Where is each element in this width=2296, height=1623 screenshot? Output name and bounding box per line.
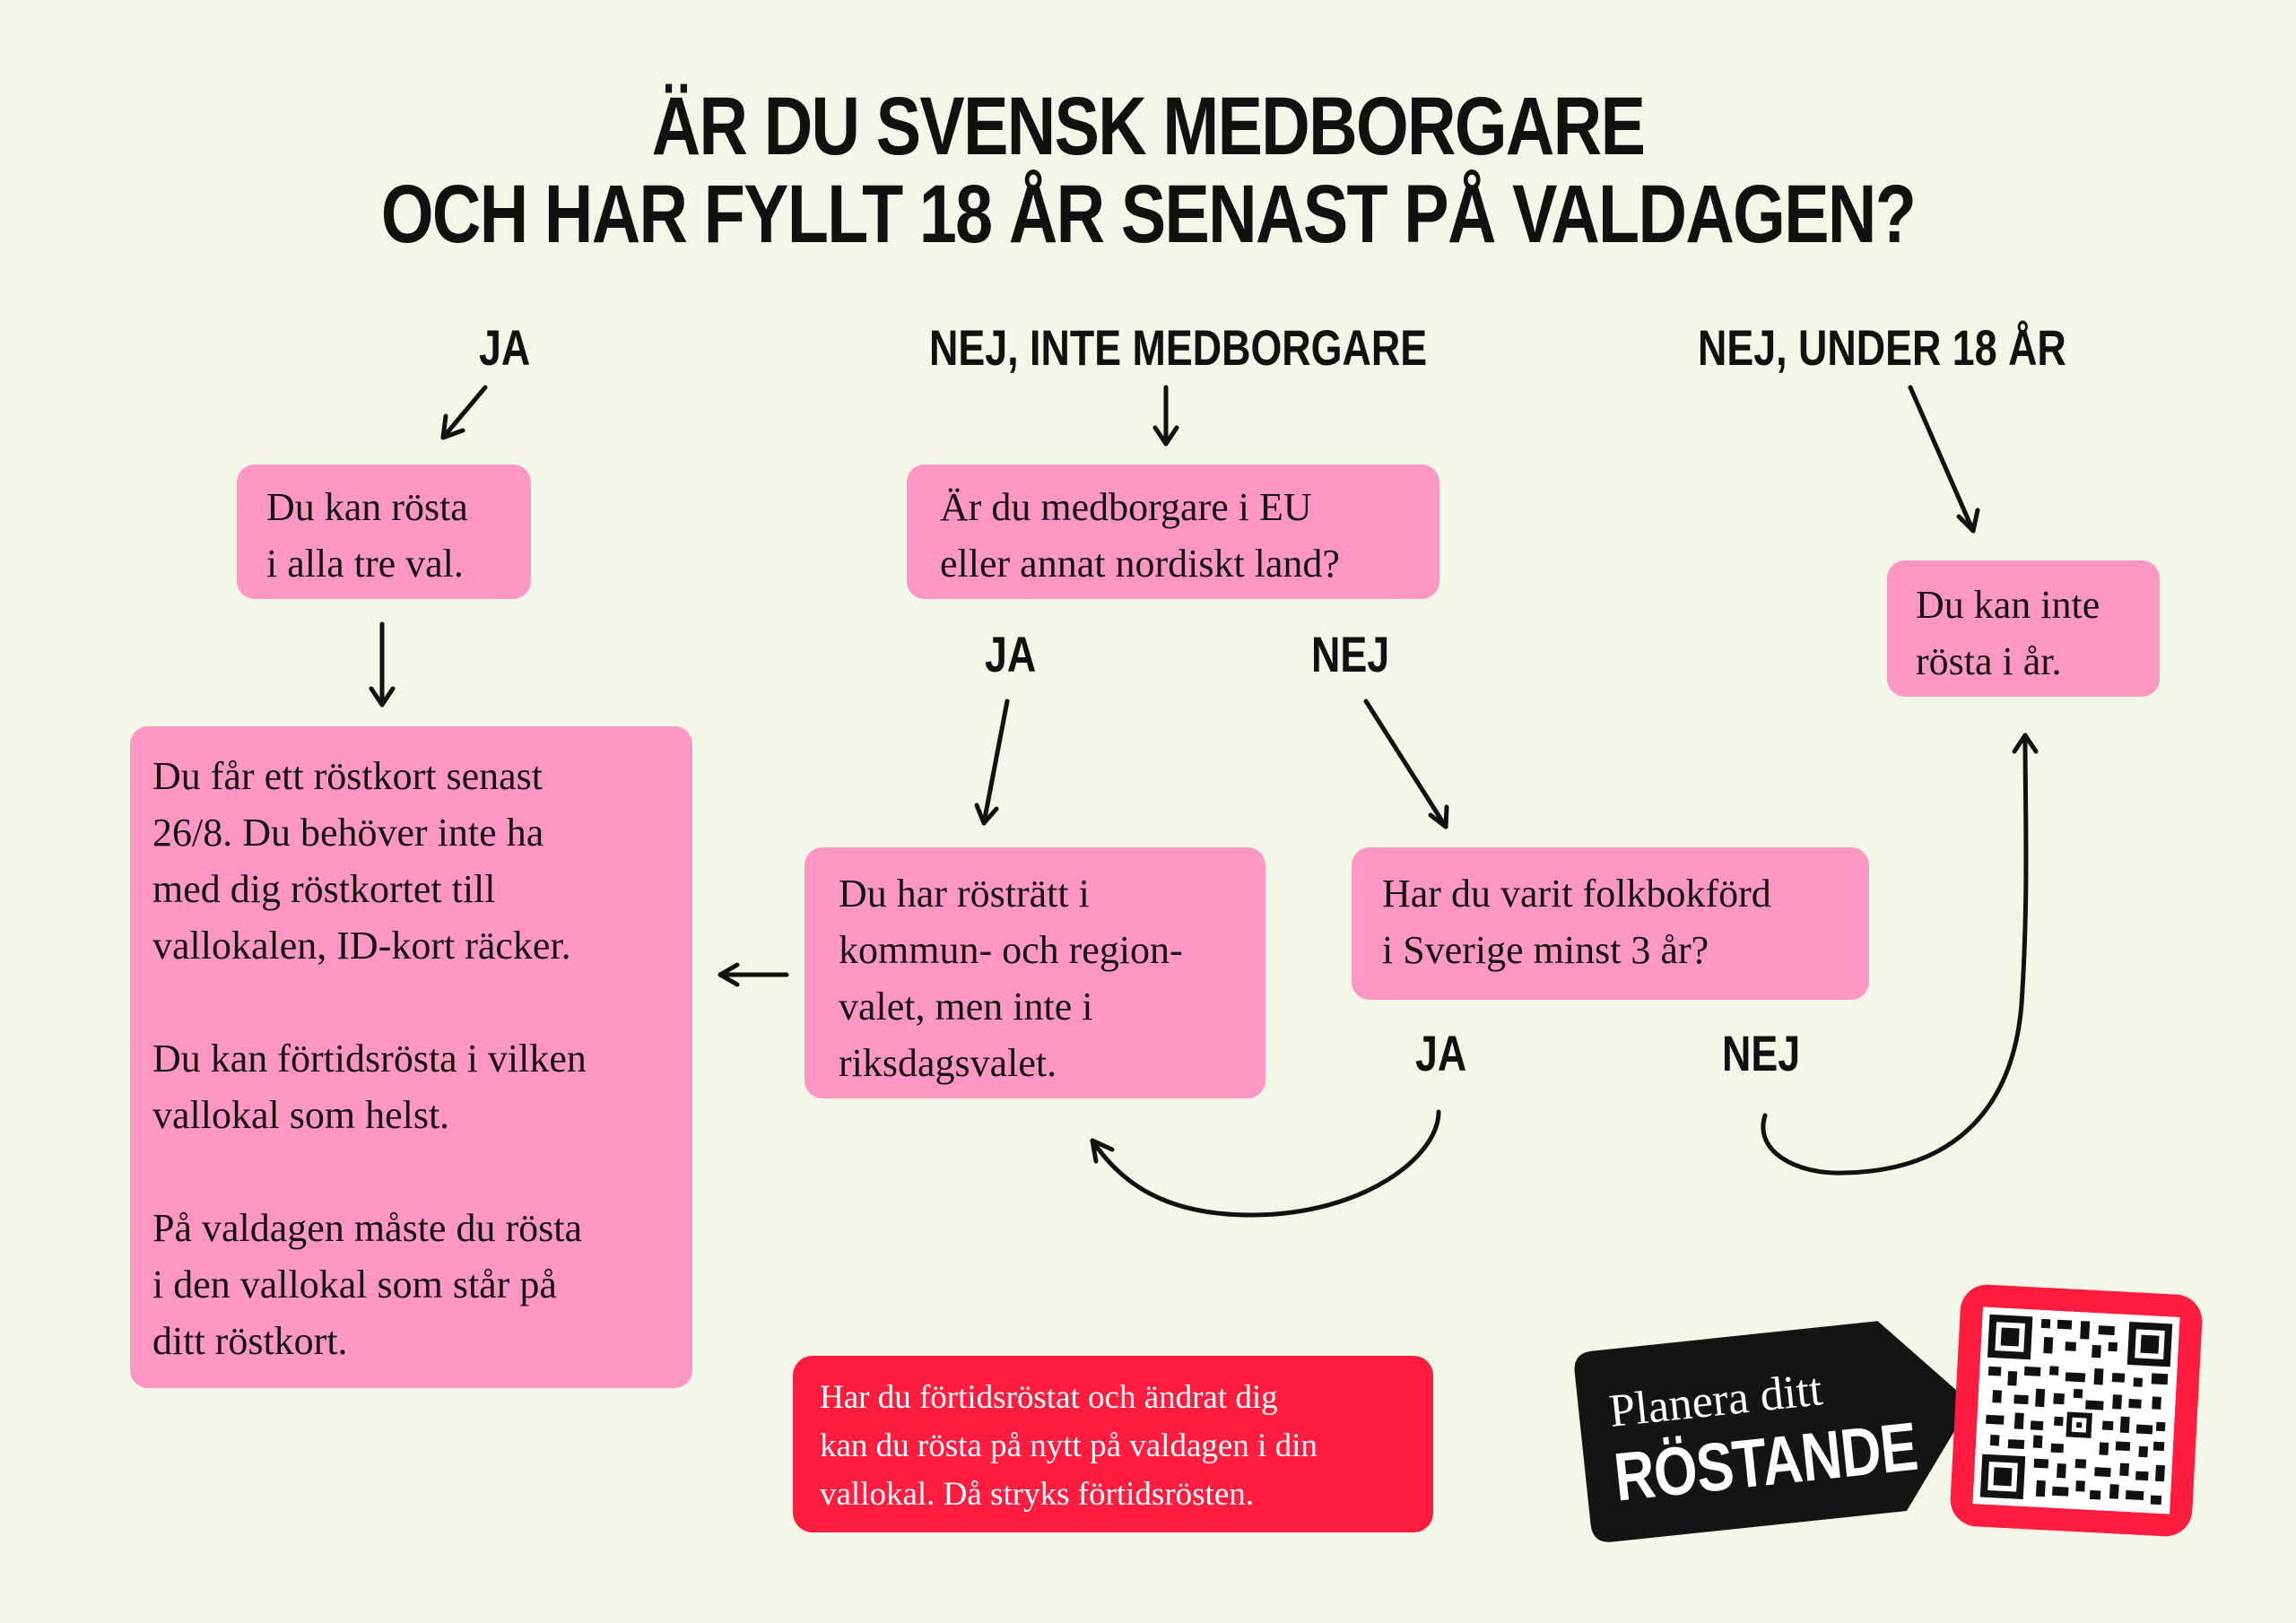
box-line: Du kan inte [1916,583,2100,627]
box-rostkort-info: Du får ett röstkort senast 26/8. Du behö… [130,726,692,1388]
box-kan-rosta-alla-val: Du kan rösta i alla tre val. [237,464,531,599]
box-line: Du kan rösta [266,485,468,529]
arrowhead [1956,508,1980,534]
box-line: valet, men inte i [839,985,1093,1028]
note-line: vallokal. Då stryks förtidsrösten. [820,1476,1254,1513]
page-title: ÄR DU SVENSK MEDBORGARE OCH HAR FYLLT 18… [206,82,2089,258]
box-line: i alla tre val. [266,542,464,586]
box-line: Är du medborgare i EU [940,485,1312,529]
box-line: vallokalen, ID-kort räcker. [152,924,571,968]
arrow-under-18-to-kan-inte [1908,385,1976,534]
note-line: kan du rösta på nytt på valdagen i din [820,1428,1318,1464]
tag-shape [1574,1321,1971,1542]
qr-code[interactable] [1949,1283,2204,1538]
arrow-folkbokford-ja-to-rostratt [1090,1109,1441,1218]
box-line: kommun- och region- [839,928,1183,972]
eu-nej-label: NEJ [1311,626,1390,682]
planera-rostande-tag[interactable]: Planera ditt RÖSTANDE [1548,1295,2001,1572]
note-fortidsrostning: Har du förtidsröstat och ändrat dig kan … [793,1356,1433,1532]
arrowhead [369,686,396,707]
qr-code-icon [1972,1306,2180,1515]
arrow-eu-nej-to-folkbokford [1363,699,1448,829]
box-line: Du kan förtidsrösta i vilken [152,1037,587,1081]
box-line: På valdagen måste du rösta [152,1206,582,1250]
folkbokford-nej-label: NEJ [1722,1025,1801,1081]
box-line: med dig röstkortet till [152,867,496,911]
note-line: Har du förtidsröstat och ändrat dig [820,1379,1278,1416]
arrowhead [974,803,999,826]
arrowhead [1090,1138,1115,1164]
box-line: 26/8. Du behöver inte ha [152,811,544,855]
box-rostratt-kommun-region: Du har rösträtt i kommun- och region- va… [804,847,1265,1098]
arrow-ja-to-kan-rosta [440,385,488,440]
arrowhead [2012,733,2039,754]
answer-ja-label: JA [479,319,531,376]
title-line-2: OCH HAR FYLLT 18 ÅR SENAST PÅ VALDAGEN? [380,169,1917,260]
box-line: Du har rösträtt i [839,872,1090,916]
answer-nej-inte-medborgare-label: NEJ, INTE MEDBORGARE [929,319,1428,376]
folkbokford-ja-label: JA [1415,1025,1467,1081]
box-line: i Sverige minst 3 år? [1382,928,1709,972]
arrowhead [1428,804,1449,829]
box-eu-question: Är du medborgare i EU eller annat nordis… [907,464,1439,599]
arrowhead [440,413,465,440]
title-line-1: ÄR DU SVENSK MEDBORGARE [651,81,1646,172]
box-folkbokford-question: Har du varit folkbokförd i Sverige minst… [1352,847,1869,1000]
answer-nej-under-18-label: NEJ, UNDER 18 ÅR [1698,319,2066,376]
box-line: rösta i år. [1916,639,2062,683]
eu-ja-label: JA [985,626,1037,682]
arrow-eu-ja-to-rostratt [981,699,1010,826]
box-kan-inte-rosta: Du kan inte rösta i år. [1887,560,2160,697]
box-line: i den vallokal som står på [152,1263,557,1306]
arrowhead [718,962,740,987]
box-line: eller annat nordiskt land? [940,542,1340,586]
box-line: riksdagsvalet. [839,1041,1057,1085]
arrow-folkbokford-nej-to-kan-inte [1761,733,2029,1176]
box-line: Har du varit folkbokförd [1382,872,1771,916]
arrowhead [1152,425,1179,447]
box-line: ditt röstkort. [152,1319,348,1363]
box-line: vallokal som helst. [152,1093,450,1137]
box-line: Du får ett röstkort senast [152,754,543,798]
